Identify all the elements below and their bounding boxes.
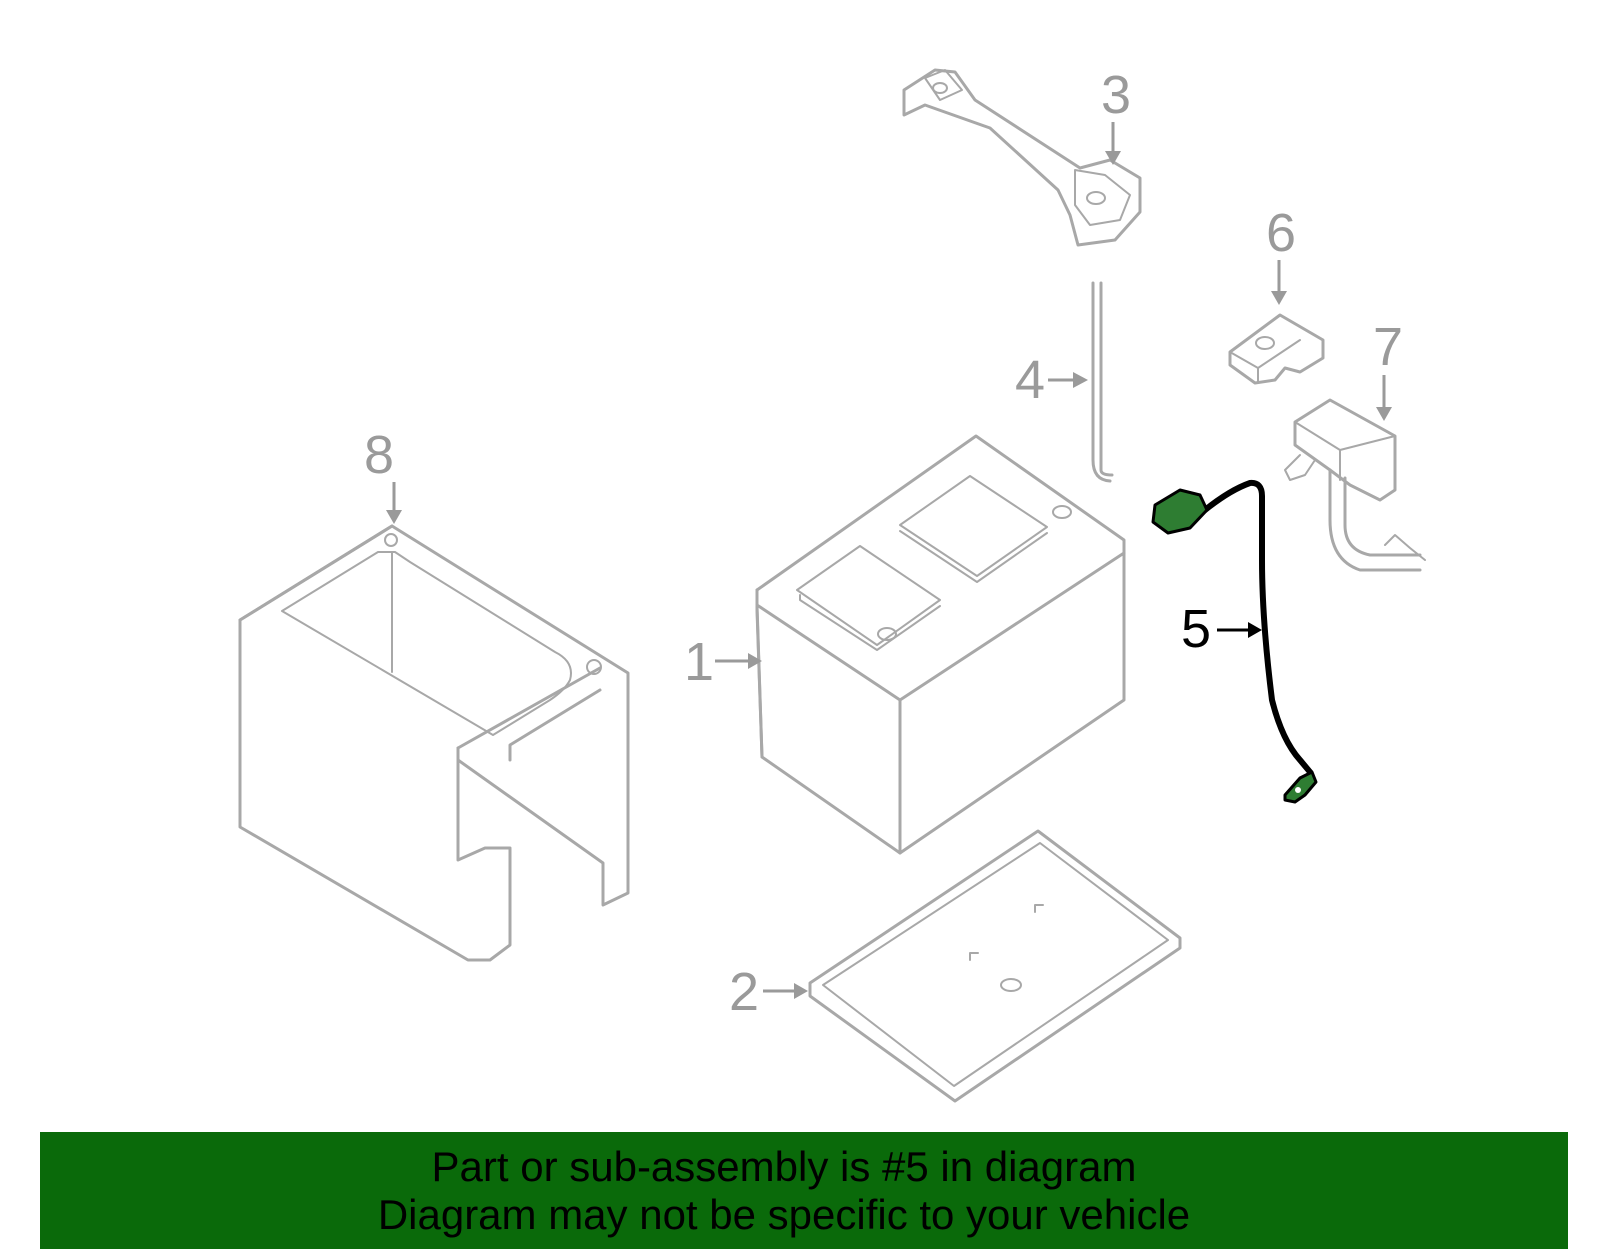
callout-number: 2 (729, 962, 759, 1022)
callout-number: 7 (1373, 317, 1403, 377)
terminal-cover-drawing[interactable] (1228, 313, 1325, 385)
callout-1[interactable]: 1 (684, 632, 762, 692)
callout-6[interactable]: 6 (1266, 203, 1296, 305)
callout-number: 5 (1181, 599, 1211, 659)
callout-2[interactable]: 2 (729, 962, 808, 1022)
callout-5[interactable]: 5 (1181, 599, 1262, 659)
banner-line-part-number: Part or sub-assembly is #5 in diagram (431, 1142, 1137, 1190)
battery-tray-drawing[interactable] (808, 829, 1182, 1103)
ring-terminal-bottom (1283, 770, 1318, 804)
info-banner: Part or sub-assembly is #5 in diagram Di… (40, 1132, 1568, 1249)
callout-7[interactable]: 7 (1373, 317, 1403, 421)
ground-cable-drawing[interactable] (1151, 479, 1318, 804)
battery-cover-drawing[interactable] (238, 524, 630, 962)
banner-line-disclaimer: Diagram may not be specific to your vehi… (377, 1190, 1191, 1238)
battery-drawing[interactable] (755, 434, 1126, 855)
callout-number: 4 (1015, 350, 1045, 410)
callout-number: 8 (364, 425, 394, 485)
hold-down-rod-drawing[interactable] (1091, 281, 1114, 483)
callout-number: 6 (1266, 203, 1296, 263)
callout-number: 3 (1101, 65, 1131, 125)
callout-4[interactable]: 4 (1015, 350, 1088, 410)
ring-terminal-top (1151, 488, 1209, 535)
callout-number: 1 (684, 632, 714, 692)
callout-3[interactable]: 3 (1101, 65, 1131, 165)
positive-terminal-clamp-drawing[interactable] (1284, 398, 1426, 572)
callout-8[interactable]: 8 (364, 425, 402, 524)
hold-down-bracket-drawing[interactable] (902, 68, 1142, 247)
